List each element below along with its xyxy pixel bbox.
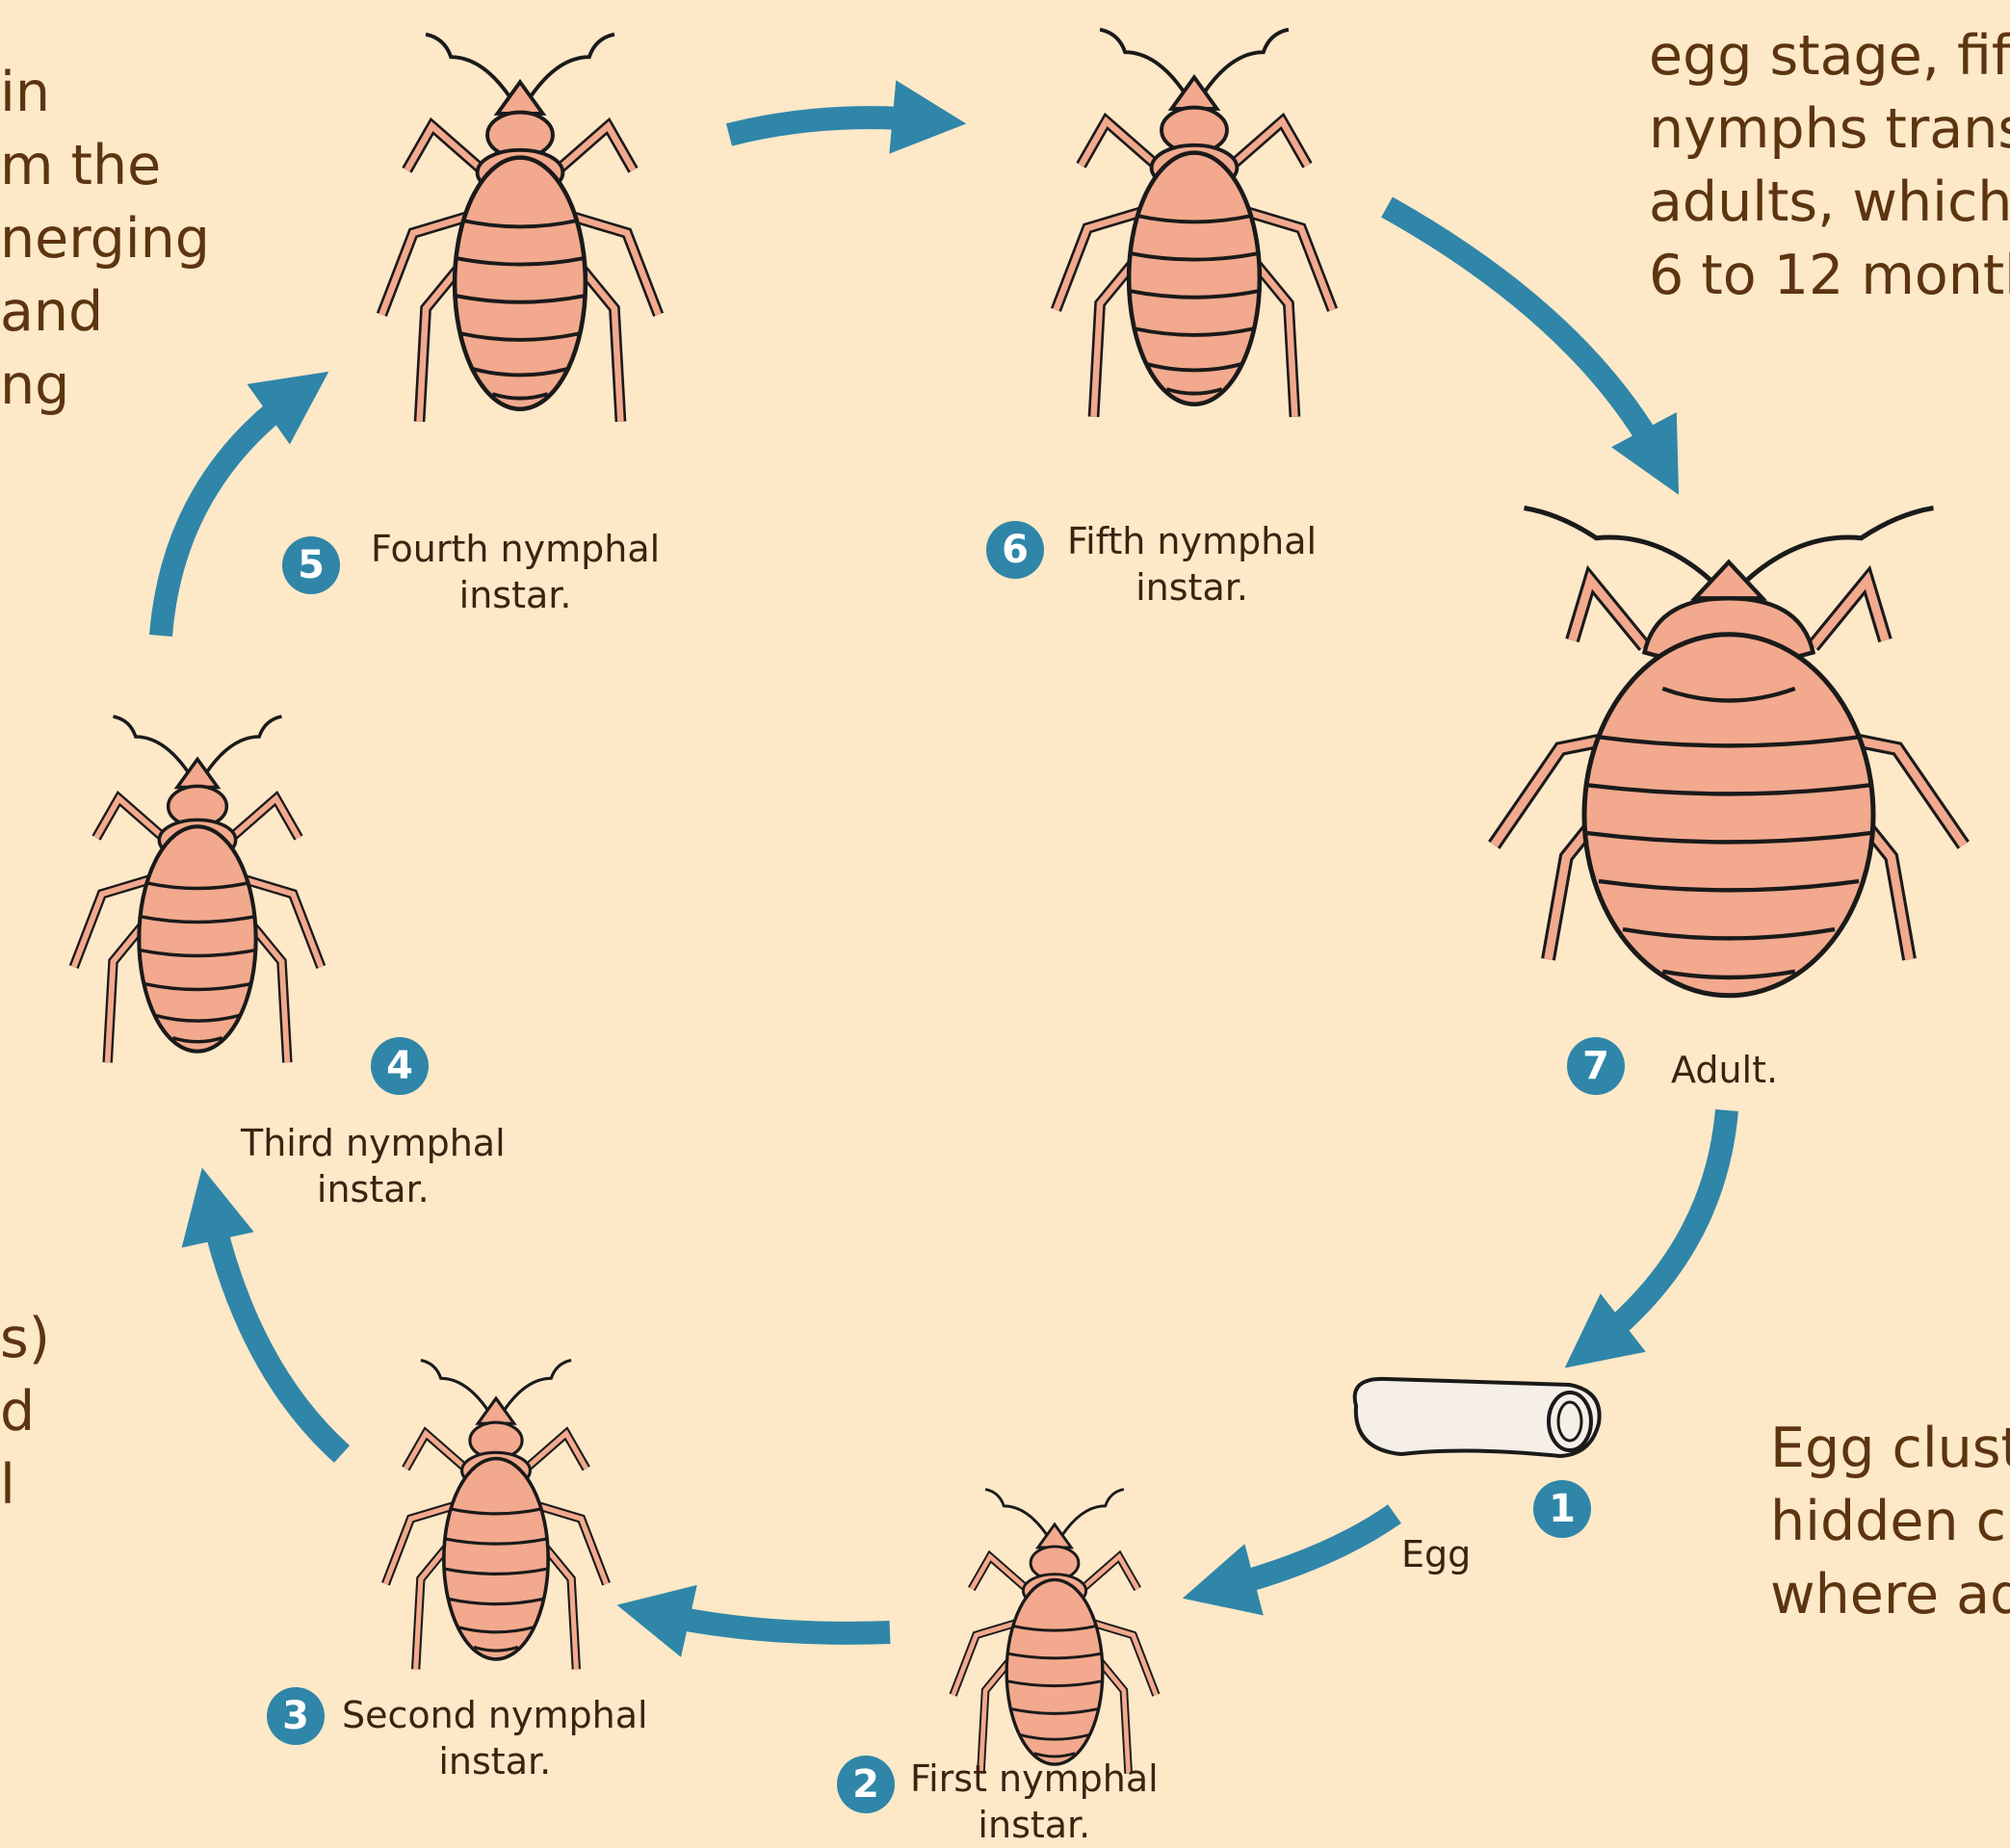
left-text-top: in m the nerging and ng	[0, 56, 210, 422]
stage-number-badge: 2	[837, 1756, 895, 1813]
stage-number-badge: 1	[1533, 1480, 1591, 1538]
text-line: egg stage, fifth	[1649, 19, 2010, 92]
stage-number-badge: 6	[986, 521, 1044, 579]
text-line: m the	[0, 129, 210, 202]
text-line: nerging	[0, 202, 210, 275]
adult-illustration	[1494, 508, 1964, 996]
text-line: nymphs transf	[1649, 92, 2010, 166]
arrow-fourth-to-fifth-instar	[729, 117, 929, 135]
stage-number-badge: 4	[371, 1037, 429, 1095]
third-instar-illustration	[74, 716, 322, 1062]
label-line: First nymphal	[910, 1756, 1159, 1802]
label-line: Egg	[1401, 1531, 1471, 1577]
stage-label-fourth-instar: Fourth nymphal instar.	[371, 526, 660, 618]
stage-number-badge: 5	[282, 536, 340, 594]
stage-number-badge: 7	[1567, 1037, 1625, 1095]
text-line: adults, which c	[1649, 166, 2010, 239]
arrow-fifth-instar-to-adult	[1387, 207, 1661, 462]
text-line: l	[0, 1448, 50, 1522]
label-line: Adult.	[1671, 1047, 1778, 1093]
label-line: instar.	[241, 1166, 506, 1212]
text-line: Egg cluste	[1770, 1412, 2010, 1485]
stage-label-egg: Egg	[1401, 1531, 1471, 1577]
text-line: hidden cr	[1770, 1485, 2010, 1558]
text-line: where adu	[1770, 1558, 2010, 1631]
label-line: instar.	[1067, 564, 1317, 611]
label-line: instar.	[342, 1738, 648, 1784]
fifth-instar-illustration	[1056, 30, 1332, 417]
right-text-bottom: Egg cluste hidden cr where adu	[1770, 1412, 2010, 1631]
stage-label-first-instar: First nymphal instar.	[910, 1756, 1159, 1848]
stage-number-badge: 3	[267, 1687, 325, 1745]
label-line: Third nymphal	[241, 1120, 506, 1166]
second-instar-illustration	[385, 1361, 606, 1670]
arrow-egg-to-first-instar	[1218, 1514, 1395, 1589]
label-line: instar.	[371, 572, 660, 618]
stage-label-third-instar: Third nymphal instar.	[241, 1120, 506, 1212]
text-line: and	[0, 275, 210, 349]
first-instar-illustration	[953, 1490, 1157, 1774]
arrow-adult-to-egg	[1594, 1110, 1727, 1345]
text-line: in	[0, 56, 210, 129]
text-line: ng	[0, 349, 210, 422]
arrow-third-to-fourth-instar	[161, 393, 299, 636]
label-line: instar.	[910, 1802, 1159, 1848]
fourth-instar-illustration	[381, 35, 658, 422]
egg-illustration	[1355, 1379, 1600, 1456]
arrow-first-to-second-instar	[653, 1613, 890, 1633]
stage-label-adult: Adult.	[1671, 1047, 1778, 1093]
arrow-second-to-third-instar	[210, 1204, 342, 1454]
stage-label-fifth-instar: Fifth nymphal instar.	[1067, 518, 1317, 611]
text-line: 6 to 12 month	[1649, 239, 2010, 312]
right-text-top: egg stage, fifth nymphs transf adults, w…	[1649, 19, 2010, 312]
text-line: s)	[0, 1302, 50, 1375]
label-line: Fourth nymphal	[371, 526, 660, 572]
label-line: Second nymphal	[342, 1692, 648, 1738]
label-line: Fifth nymphal	[1067, 518, 1317, 564]
stage-label-second-instar: Second nymphal instar.	[342, 1692, 648, 1784]
text-line: d	[0, 1375, 50, 1448]
left-text-bottom: s) d l	[0, 1302, 50, 1522]
